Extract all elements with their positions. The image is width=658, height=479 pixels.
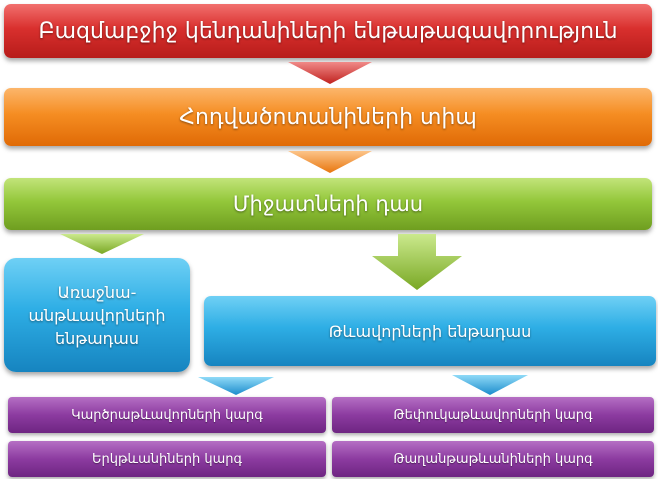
arrow-proto-to-orders bbox=[198, 377, 274, 395]
order-hymenoptera-label: Թաղանթաթևանիների կարգ bbox=[393, 451, 593, 467]
kingdom-label: Բազմաբջիջ կենդանիների ենթաթագավորություն bbox=[38, 18, 618, 44]
arrow-winged-to-orders bbox=[452, 375, 528, 395]
phylum-box: Հոդվածոտանիների տիպ bbox=[4, 88, 652, 146]
arrow-class-to-proto bbox=[60, 234, 144, 254]
order-diptera: Երկթևանիների կարգ bbox=[8, 441, 326, 477]
subclass-apterygota-line2: անթևավորների bbox=[28, 305, 166, 325]
order-coleoptera: Կարծրաթևավորների կարգ bbox=[8, 397, 326, 433]
arrow-kingdom-to-phylum bbox=[288, 62, 372, 84]
subclass-pterygota-box: Թևավորների ենթադաս bbox=[204, 296, 656, 366]
order-diptera-label: Երկթևանիների կարգ bbox=[91, 451, 243, 467]
order-lepidoptera-label: Թեփուկաթևավորների կարգ bbox=[393, 407, 593, 423]
order-coleoptera-label: Կարծրաթևավորների կարգ bbox=[71, 407, 263, 423]
arrow-phylum-to-class bbox=[288, 151, 372, 173]
kingdom-box: Բազմաբջիջ կենդանիների ենթաթագավորություն bbox=[4, 4, 652, 58]
subclass-apterygota-line1: Առաջնա- bbox=[57, 282, 137, 302]
order-hymenoptera: Թաղանթաթևանիների կարգ bbox=[332, 441, 654, 477]
class-box: Միջատների դաս bbox=[4, 178, 652, 230]
class-label: Միջատների դաս bbox=[232, 192, 424, 216]
phylum-label: Հոդվածոտանիների տիպ bbox=[179, 104, 477, 130]
subclass-pterygota-label: Թևավորների ենթադաս bbox=[328, 321, 532, 341]
order-lepidoptera: Թեփուկաթևավորների կարգ bbox=[332, 397, 654, 433]
subclass-apterygota-box: Առաջնա- անթևավորների ենթադաս bbox=[4, 258, 190, 372]
subclass-apterygota-line3: ենթադաս bbox=[54, 328, 139, 348]
arrow-class-to-winged bbox=[372, 234, 462, 290]
